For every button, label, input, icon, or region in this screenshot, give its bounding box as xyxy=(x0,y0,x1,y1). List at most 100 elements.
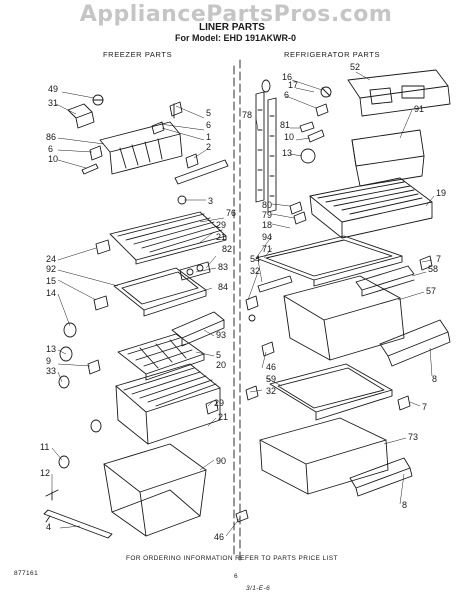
freezer-support-29 xyxy=(205,399,219,415)
callout-label: 52 xyxy=(350,62,360,72)
callout-label: 31 xyxy=(48,98,58,108)
callout-label: 49 xyxy=(48,84,58,94)
callout-label: 93 xyxy=(216,330,226,340)
freezer-control-housing xyxy=(99,121,183,175)
refrigerator-knob-17 xyxy=(320,86,332,98)
callout-label: 58 xyxy=(428,264,438,274)
callout-label: 21 xyxy=(218,412,228,422)
callout-label: 71 xyxy=(262,244,272,254)
callout-label: 81 xyxy=(280,120,290,130)
callout-label: 3 xyxy=(208,196,213,206)
refrigerator-control-housing xyxy=(347,69,451,117)
callout-label: 1 xyxy=(206,132,211,142)
callout-label: 6 xyxy=(206,120,211,130)
dairy-bin-91 xyxy=(351,129,425,187)
callout-label: 10 xyxy=(48,154,58,164)
freezer-shelf-support-24 xyxy=(95,239,111,255)
light-bulb-16 xyxy=(261,79,271,93)
callout-label: 86 xyxy=(46,132,56,142)
handwritten-code: 3/1-E-6 xyxy=(246,585,271,592)
callout-label: 32 xyxy=(250,266,260,276)
refrigerator-wire-shelf-upper xyxy=(309,177,433,239)
callout-label: 9 xyxy=(46,356,51,366)
callout-label: 54 xyxy=(250,254,260,264)
ordering-note: FOR ORDERING INFORMATION REFER TO PARTS … xyxy=(126,555,338,562)
watermark: AppliancePartsPros.com xyxy=(79,2,393,27)
document-number: 877161 xyxy=(14,570,39,577)
callout-label: 20 xyxy=(216,360,226,370)
callout-label: 90 xyxy=(216,456,226,466)
ice-cube-tray xyxy=(117,333,205,381)
freezer-wire-shelf-lower xyxy=(115,363,221,445)
callout-label: 13 xyxy=(46,344,56,354)
refrigerator-lower-shelf xyxy=(269,363,393,421)
callout-label: 79 xyxy=(262,210,272,220)
shelf-support-7-lower xyxy=(397,395,411,411)
callout-label: 80 xyxy=(262,200,272,210)
model-line: For Model: EHD 191AKWR-0 xyxy=(175,33,297,43)
callout-label: 17 xyxy=(288,80,298,90)
callout-label: 32 xyxy=(266,386,276,396)
freezer-rail-3 xyxy=(174,159,229,205)
freezer-bracket-5 xyxy=(169,101,183,119)
callout-label: 6 xyxy=(284,90,289,100)
callout-label: 6 xyxy=(48,144,53,154)
callout-label: 94 xyxy=(262,232,272,242)
freezer-slide-rail-4 xyxy=(43,509,113,539)
freezer-wire-shelf-upper xyxy=(109,211,227,265)
callout-label: 46 xyxy=(266,362,276,372)
freezer-parts-header: FREEZER PARTS xyxy=(103,50,173,59)
callout-label: 12 xyxy=(40,468,50,478)
freezer-hinge-6 xyxy=(89,145,103,161)
page-title: LINER PARTS xyxy=(199,22,265,33)
callout-label: 11 xyxy=(40,442,49,452)
refrigerator-screw-10 xyxy=(307,129,325,143)
freezer-shelf-tray xyxy=(113,267,207,317)
drawer-front-8 xyxy=(379,319,451,367)
callout-label: 8 xyxy=(432,374,437,384)
callout-label: 16 xyxy=(282,72,292,82)
callout-label: 10 xyxy=(284,132,294,142)
freezer-support-9 xyxy=(87,359,101,375)
shelf-clip-46-lower xyxy=(235,509,249,523)
freezer-support-33 xyxy=(58,375,70,389)
callout-label: 8 xyxy=(402,500,407,510)
callout-label: 84 xyxy=(218,282,228,292)
refrigerator-glass-shelf xyxy=(255,235,403,287)
callout-label: 4 xyxy=(46,522,51,532)
callout-label: 18 xyxy=(262,220,272,230)
freezer-screw-10 xyxy=(81,163,99,175)
shelf-support-7 xyxy=(419,255,433,271)
shelf-clip-46-upper xyxy=(261,341,275,357)
callout-label: 24 xyxy=(46,254,56,264)
callout-label: 7 xyxy=(422,402,427,412)
refrigerator-knob-13 xyxy=(300,148,316,164)
freezer-clip-2 xyxy=(185,153,199,169)
shelf-trim-54 xyxy=(257,275,293,293)
shelf-clip-32 xyxy=(245,295,259,322)
refrigerator-shelf-ladder xyxy=(255,91,277,213)
refrigerator-screw-81 xyxy=(299,121,315,133)
callout-label: 29 xyxy=(216,220,226,230)
refrigerator-parts-header: REFRIGERATOR PARTS xyxy=(284,50,381,59)
freezer-screw-12 xyxy=(45,489,59,501)
callout-label: 5 xyxy=(216,350,221,360)
callout-label: 78 xyxy=(242,110,252,120)
freezer-clip-49 xyxy=(92,94,104,106)
callout-label: 92 xyxy=(46,264,56,274)
callout-label: 5 xyxy=(206,108,211,118)
freezer-roller-12 xyxy=(90,419,102,433)
freezer-bin xyxy=(103,443,207,537)
freezer-shelf-bracket-93 xyxy=(171,311,225,347)
shelf-clip-80 xyxy=(289,201,303,215)
refrigerator-clip-6 xyxy=(315,103,329,117)
callout-label: 19 xyxy=(436,188,446,198)
freezer-support-15 xyxy=(93,295,109,311)
callout-label: 59 xyxy=(266,374,276,384)
shelf-clip-32-lower xyxy=(245,385,259,401)
callout-label: 14 xyxy=(46,288,56,298)
crisper-drawer-57 xyxy=(283,275,405,361)
freezer-support-14 xyxy=(63,322,77,338)
crisper-cover xyxy=(355,265,415,297)
